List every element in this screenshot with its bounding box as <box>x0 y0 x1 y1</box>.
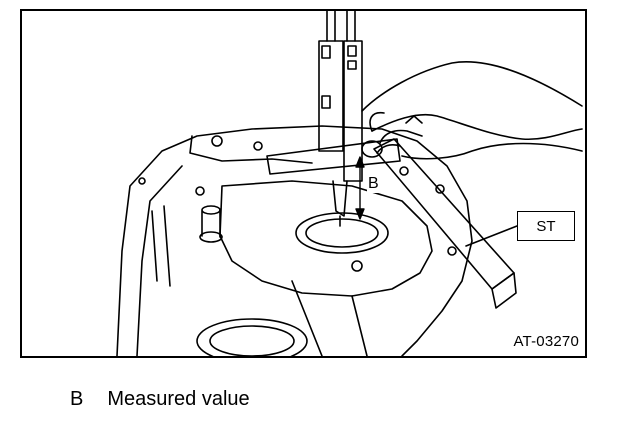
legend-key: B <box>70 388 84 410</box>
callout-st-label: ST <box>517 211 575 241</box>
figure-id-label: AT-03270 <box>513 333 579 350</box>
legend-row: B Measured value <box>70 388 250 411</box>
special-tool-bar <box>373 138 518 309</box>
illustration-frame: B ST AT-03270 <box>20 9 587 358</box>
technical-illustration <box>116 11 583 356</box>
hand <box>361 61 583 160</box>
callout-b-label: B <box>367 175 380 193</box>
legend-text: Measured value <box>107 388 250 410</box>
transmission-case <box>116 125 473 356</box>
measurement-arrow <box>355 156 365 220</box>
